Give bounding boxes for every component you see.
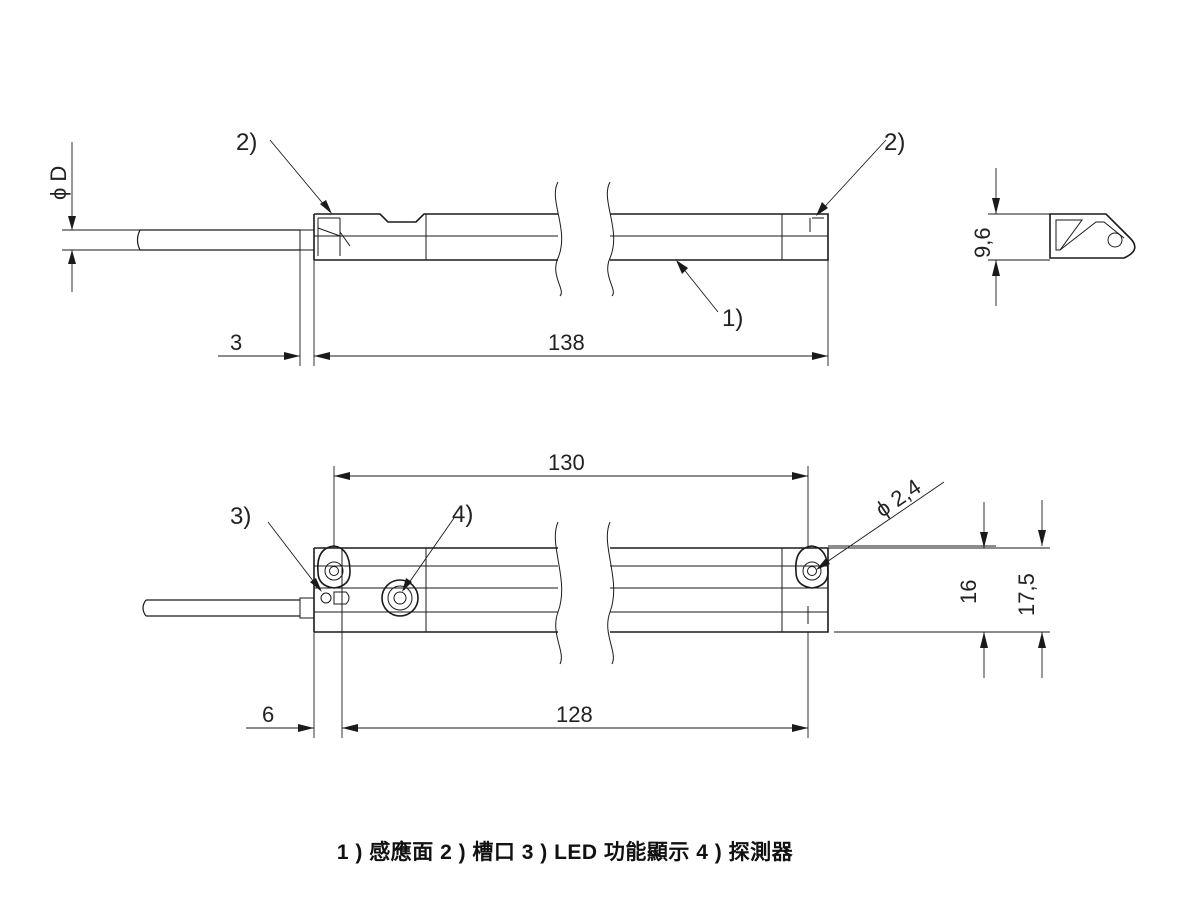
dim-length-130: 130	[333, 450, 809, 548]
legend: 1 ) 感應面 2 ) 槽口 3 ) LED 功能顯示 4 ) 探測器	[336, 841, 794, 864]
callout-slot-left-label: 2)	[236, 129, 257, 156]
dim-dia-2-4: ϕ 2,4	[816, 474, 945, 570]
dim-length-top: 3 138	[218, 250, 829, 366]
bottom-view: 130 ϕ 2,4 16 17,5	[142, 450, 1050, 738]
callout-slot-right: 2)	[816, 129, 905, 216]
sensor-body-top	[313, 181, 829, 297]
dim-dia-d: ϕ D	[46, 142, 140, 292]
callout-slot-left: 2)	[236, 129, 332, 214]
callout-probe: 4)	[402, 501, 473, 592]
cable-top	[136, 229, 315, 251]
dim-138-label: 138	[548, 330, 585, 355]
end-view: 9,6	[970, 168, 1136, 306]
sensor-body-bottom	[313, 521, 829, 665]
callout-led: 3)	[230, 503, 322, 592]
dim-3-label: 3	[230, 330, 242, 355]
dim-height-9-6: 9,6	[970, 168, 1050, 306]
dim-130-label: 130	[548, 450, 585, 475]
callout-sensing-face-label: 1)	[722, 305, 743, 332]
top-view: ϕ D 3 138 2) 2) 1)	[46, 129, 905, 366]
dim-6-label: 6	[262, 702, 274, 727]
dim-length-bottom: 6 128	[246, 632, 809, 738]
dim-128-label: 128	[556, 702, 593, 727]
dim-height-bottom: 16 17,5	[828, 500, 1050, 678]
dim-9-6-label: 9,6	[970, 227, 995, 258]
dim-17-5-label: 17,5	[1014, 573, 1039, 616]
dim-dia-d-label: ϕ D	[46, 166, 71, 200]
dim-16-label: 16	[956, 580, 981, 604]
callout-sensing-face: 1)	[676, 260, 743, 332]
callout-slot-right-label: 2)	[884, 129, 905, 156]
callout-probe-label: 4)	[452, 501, 473, 528]
cable-bottom	[142, 597, 315, 619]
callout-led-label: 3)	[230, 503, 251, 530]
dim-dia-2-4-label: ϕ 2,4	[871, 474, 926, 522]
